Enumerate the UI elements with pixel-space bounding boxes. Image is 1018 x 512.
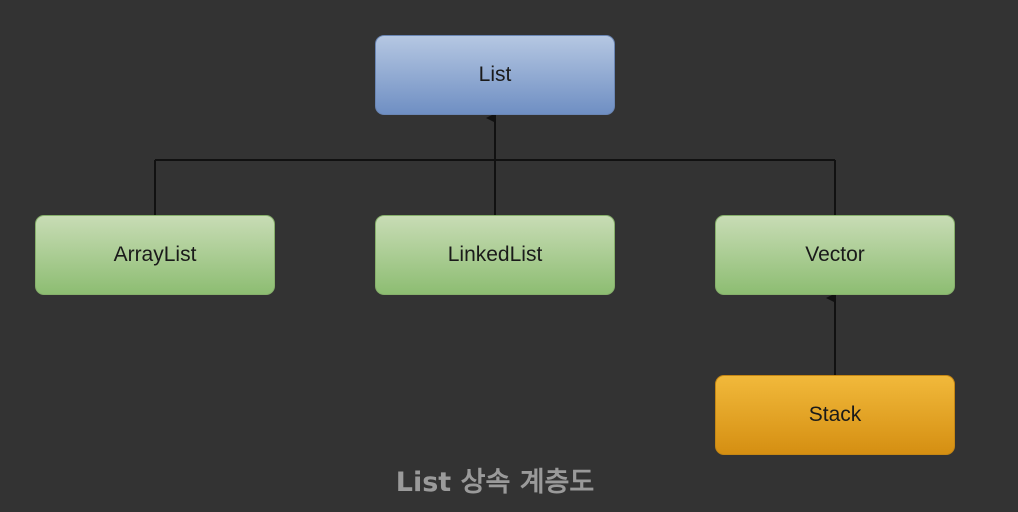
node-vector-label: Vector bbox=[805, 243, 865, 266]
node-list-label: List bbox=[478, 63, 512, 86]
node-arraylist-label: ArrayList bbox=[113, 243, 197, 266]
node-list: List bbox=[375, 35, 615, 115]
node-stack: Stack bbox=[715, 375, 955, 455]
diagram-caption: List 상속 계층도 bbox=[395, 467, 595, 498]
node-linkedlist: LinkedList bbox=[375, 215, 615, 295]
node-linkedlist-label: LinkedList bbox=[447, 243, 543, 266]
node-arraylist: ArrayList bbox=[35, 215, 275, 295]
node-stack-label: Stack bbox=[808, 403, 862, 426]
node-vector: Vector bbox=[715, 215, 955, 295]
